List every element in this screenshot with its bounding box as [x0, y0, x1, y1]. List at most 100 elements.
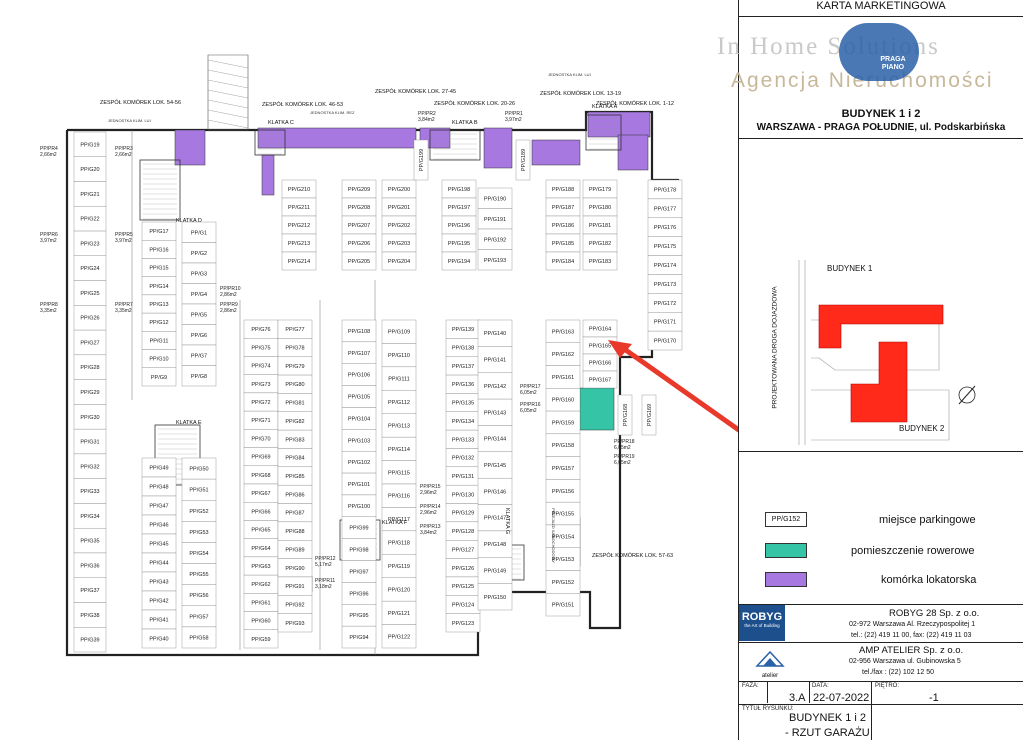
watermark-line2: Agencja Nieruchomości — [731, 69, 994, 92]
parking-slot-label: PP/G201 — [388, 205, 410, 211]
parking-slot-label: PP/G13 — [149, 302, 168, 308]
parking-slot-label: PP/G1 — [191, 230, 207, 236]
parking-slot-label: PP/G57 — [189, 614, 208, 620]
parking-slot-label: PP/G103 — [348, 438, 370, 444]
zone-label: ZESPÓŁ KOMÓREK LOK. 27-45 — [375, 88, 456, 95]
parking-slot-label: PP/G15 — [149, 266, 168, 272]
parking-slot-label: PP/G26 — [80, 316, 99, 322]
ramp-hatch — [207, 89, 249, 99]
robyg-logo-sub: the Art of Building — [744, 623, 780, 628]
parking-slot-label: PP/G124 — [452, 602, 474, 608]
storage-unit-area: 3,18m2 — [315, 584, 332, 590]
parking-slot — [73, 428, 107, 455]
parking-slot-label: PP/G58 — [189, 635, 208, 641]
parking-slot-label: PP/G176 — [654, 225, 676, 231]
parking-slot-label: PP/G213 — [288, 241, 310, 247]
parking-slot-label: PP/G67 — [251, 491, 270, 497]
parking-slot-label: PP/G81 — [285, 401, 304, 407]
parking-slot-label: PP/G46 — [149, 523, 168, 529]
parking-slot-label: PP/G179 — [589, 187, 611, 193]
parking-slot-label: PP/G151 — [552, 603, 574, 609]
storage-unit-code: PP/PR16 — [520, 402, 541, 408]
parking-slot-label: PP/G183 — [589, 259, 611, 265]
parking-slot — [243, 629, 279, 649]
parking-slot — [477, 249, 513, 271]
parking-slot — [477, 504, 513, 532]
storage-zone — [257, 127, 417, 149]
storage-unit-area: 3,35m2 — [40, 308, 57, 314]
faza-label: FAZA: — [742, 683, 759, 689]
storage-unit-area: 3,35m2 — [115, 308, 132, 314]
parking-slot-label: PP/G39 — [80, 638, 99, 644]
data-value: 22-07-2022 — [813, 692, 870, 704]
storage-zone — [174, 129, 206, 166]
parking-slot-label: PP/G74 — [251, 364, 270, 370]
storage-zone — [587, 111, 651, 138]
watermark-badge: PRAGA PIANO — [839, 23, 919, 81]
parking-slot-label: PP/G130 — [452, 492, 474, 498]
parking-slot-label: PP/G146 — [484, 489, 506, 495]
storage-unit-area: 5,17m2 — [315, 562, 332, 568]
parking-slot-label: PP/G150 — [484, 595, 506, 601]
parking-slot-label: PP/G184 — [552, 259, 574, 265]
parking-slot-label: PP/G207 — [348, 223, 370, 229]
parking-slot-label: PP/G53 — [189, 530, 208, 536]
parking-slot-label: PP/G205 — [348, 259, 370, 265]
storage-unit-code: PP/PR5 — [115, 232, 133, 238]
parking-slot-label: PP/G136 — [452, 382, 474, 388]
parking-slot-label: PP/G43 — [149, 580, 168, 586]
parking-slot-label: PP/G137 — [452, 364, 474, 370]
parking-slot — [582, 370, 618, 389]
parking-slot — [515, 139, 531, 181]
parking-slot-label: PP/G120 — [388, 587, 410, 593]
parking-slot — [277, 613, 313, 633]
parking-slot — [341, 251, 377, 271]
highlight-arrow — [608, 340, 738, 433]
ramp — [207, 54, 249, 131]
divider — [739, 138, 1023, 139]
parking-slot-label: PP/G149 — [484, 568, 506, 574]
parking-slot-label: PP/G107 — [348, 351, 370, 357]
parking-slot-label: PP/G60 — [251, 619, 270, 625]
parking-slot-label: PP/G31 — [80, 440, 99, 446]
parking-slot-label: PP/G168 — [623, 404, 629, 426]
parking-slot-label: PP/G4 — [191, 292, 207, 298]
stair-core — [254, 129, 286, 156]
parking-slot-label: PP/G117 — [388, 517, 410, 523]
parking-slot — [477, 398, 513, 426]
atelier-logo-text: atelier — [761, 673, 779, 679]
core-label: KLATKA D — [176, 218, 202, 224]
core-label: KLATKA G — [504, 508, 510, 534]
parking-slot-label: PP/G115 — [388, 470, 410, 476]
parking-slot-label: PP/G37 — [80, 588, 99, 594]
storage-unit-area: 2,96m2 — [420, 490, 437, 496]
storage-unit-code: PP/PR10 — [220, 286, 241, 292]
storage-unit-area: 6,05m2 — [614, 445, 631, 451]
parking-slot-label: PP/G77 — [285, 327, 304, 333]
parking-slot-label: PP/G109 — [388, 330, 410, 336]
building1-footprint — [818, 304, 944, 349]
parking-slot — [73, 280, 107, 306]
atelier-name: AMP ATELIER Sp. z o.o. — [859, 645, 964, 656]
parking-slot-label: PP/G42 — [149, 599, 168, 605]
storage-unit-area: 2,66m2 — [40, 152, 57, 158]
parking-slot-label: PP/G204 — [388, 259, 410, 265]
ramp-hatch — [207, 119, 249, 129]
parking-slot-label: PP/G203 — [388, 241, 410, 247]
parking-slot — [545, 251, 581, 271]
zone-label: ZESPÓŁ KOMÓREK LOK. 57-63 — [592, 552, 673, 559]
parking-slot-label: PP/G29 — [80, 390, 99, 396]
legend-sample-code: PP/G152 — [771, 516, 801, 523]
parking-slot-label: PP/G28 — [80, 365, 99, 371]
parking-slot — [73, 206, 107, 232]
north-arrow-icon — [958, 386, 976, 404]
parking-slot — [617, 394, 633, 436]
storage-unit-code: PP/PR4 — [40, 146, 58, 152]
parking-slot-label: PP/G189 — [521, 149, 527, 171]
parking-slot-label: PP/G72 — [251, 400, 270, 406]
parking-slot-label: PP/G129 — [452, 511, 474, 517]
parking-slot-label: PP/G75 — [251, 345, 270, 351]
parking-slot — [73, 379, 107, 405]
parking-slot-label: PP/G210 — [288, 187, 310, 193]
storage-unit-code: PP/PR13 — [420, 524, 441, 530]
